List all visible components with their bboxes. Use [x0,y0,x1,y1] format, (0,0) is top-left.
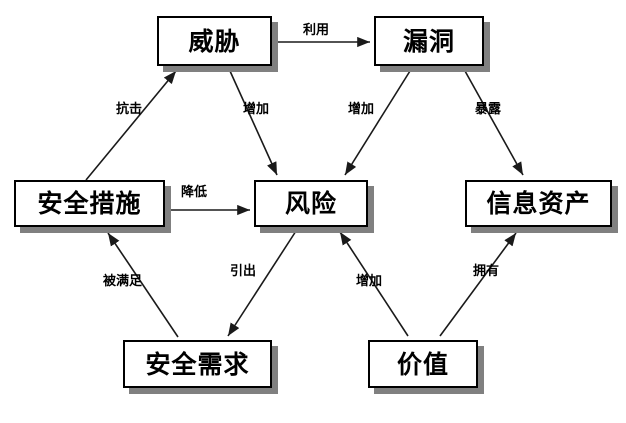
edge-label-reduce: 降低 [181,185,208,200]
node-label-vulnerability: 漏洞 [402,26,455,56]
edge-label-value-increase: 增加 [356,274,383,289]
edge-label-threat-increase: 增加 [243,102,270,117]
edge-label-derive: 引出 [230,264,257,279]
node-risk[interactable]: 风险 [254,180,368,227]
node-label-security-requirement: 安全需求 [145,349,250,379]
node-vulnerability[interactable]: 漏洞 [374,16,484,66]
edge-line-expose [464,70,524,176]
edge-line-vuln-increase [344,70,411,176]
edge-line-satisfied [107,232,179,338]
node-safeguard[interactable]: 安全措施 [14,180,165,227]
node-threat[interactable]: 威胁 [157,16,272,66]
node-asset[interactable]: 信息资产 [465,180,612,227]
edge-line-counter [85,70,177,181]
node-security-requirement[interactable]: 安全需求 [123,340,272,388]
edge-label-own: 拥有 [473,264,500,279]
edge-line-own [439,232,517,337]
edge-label-counter: 抗击 [116,102,143,117]
node-label-safeguard: 安全措施 [37,189,142,218]
node-label-value: 价值 [396,349,449,379]
edge-label-exploit: 利用 [303,23,330,38]
node-label-threat: 威胁 [188,26,241,56]
edge-line-threat-increase [229,70,278,176]
edge-label-expose: 暴露 [475,102,502,117]
edge-line-value-increase [339,231,409,337]
node-label-asset: 信息资产 [486,189,591,218]
edge-label-vuln-increase: 增加 [348,102,375,117]
node-value[interactable]: 价值 [368,340,478,388]
node-label-risk: 风险 [284,189,337,218]
edge-line-derive [227,230,297,337]
edge-label-satisfied: 被满足 [103,274,143,289]
